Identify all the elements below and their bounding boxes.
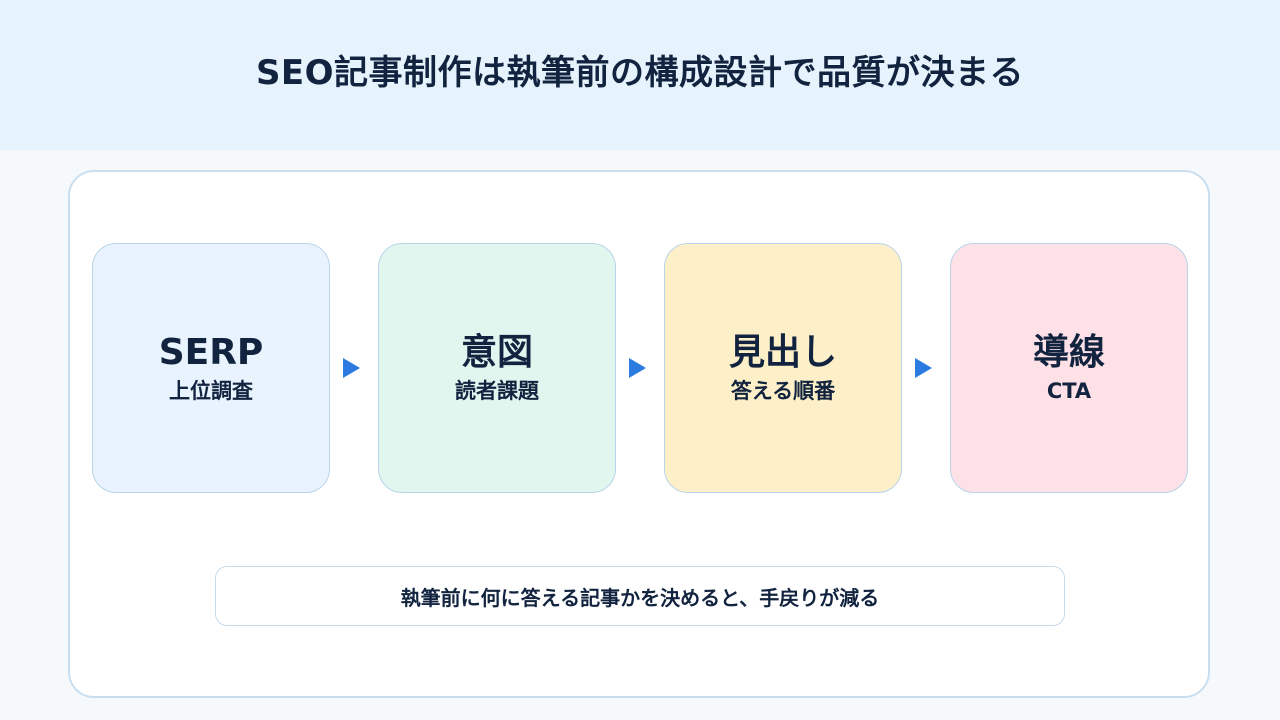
header-banner: SEO記事制作は執筆前の構成設計で品質が決まる [0,0,1280,150]
step-title: 見出し [728,332,837,373]
step-title: 意図 [460,332,533,373]
step-subtitle: CTA [1046,379,1092,403]
summary-note: 執筆前に何に答える記事かを決めると、手戻りが減る [215,566,1065,626]
arrow-right-icon [343,358,360,378]
summary-note-text: 執筆前に何に答える記事かを決めると、手戻りが減る [400,585,880,610]
step-subtitle: 読者課題 [455,379,539,403]
arrow-right-icon [915,358,932,378]
step-subtitle: 答える順番 [730,379,836,403]
step-title: 導線 [1032,332,1105,373]
step-title: SERP [158,332,264,373]
step-card-cta: 導線 CTA [950,243,1188,493]
page-title: SEO記事制作は執筆前の構成設計で品質が決まる [255,52,1025,93]
arrow-right-icon [629,358,646,378]
step-card-intent: 意図 読者課題 [378,243,616,493]
step-card-serp: SERP 上位調査 [92,243,330,493]
step-subtitle: 上位調査 [169,379,253,403]
step-card-headings: 見出し 答える順番 [664,243,902,493]
